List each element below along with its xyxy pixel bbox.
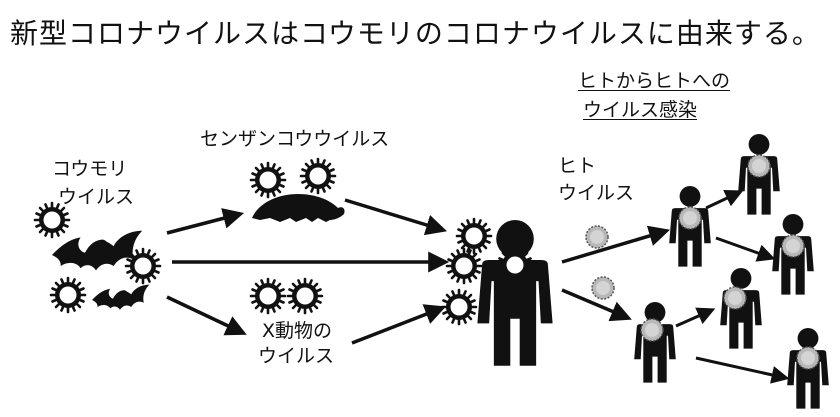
virus-icon: [49, 276, 87, 314]
arrow-bat-to-pangolin: [166, 208, 245, 235]
bat-silhouette-large: [52, 230, 143, 271]
h2h-transmission-label-line1: ヒトからヒトへの: [578, 70, 731, 92]
person-b: [634, 302, 676, 383]
virus-icon: [781, 234, 805, 258]
arrow-a-to-c: [705, 189, 744, 210]
virus-icon: [124, 247, 162, 285]
virus-icon: [440, 288, 478, 326]
arrow-b-to-e: [675, 307, 716, 328]
pangolin-virus-label: センザンコウウイルス: [200, 128, 390, 150]
arrow-a-to-d: [715, 236, 776, 262]
arrow-human-to-person-b: [561, 288, 632, 322]
arrow-animal-x-to-human: [351, 304, 446, 345]
human-virus-label-line1: ヒト: [558, 155, 597, 177]
virus-icon: [678, 206, 702, 230]
virus-icon: [796, 346, 820, 370]
virus-icon: [640, 318, 664, 342]
virus-icon: [249, 277, 287, 315]
virus-icon: [455, 217, 493, 255]
bat-silhouette-small: [92, 284, 150, 310]
arrow-pangolin-to-human: [344, 198, 448, 236]
virus-icon: [445, 247, 483, 285]
human-virus-label-line2: ウイルス: [558, 182, 635, 204]
h2h-transmission-label-line2: ウイルス感染: [583, 99, 698, 121]
virus-icon: [299, 157, 337, 195]
virus-icon: [249, 161, 287, 199]
animal-x-virus-label-line1: X動物の: [262, 320, 333, 342]
bat-virus-label-line1: コウモリ: [52, 158, 128, 180]
bat-virus-label-line2: ウイルス: [58, 186, 135, 208]
arrow-b-to-f: [695, 356, 790, 384]
virus-icon: [591, 276, 615, 300]
arrow-human-to-person-a: [561, 225, 671, 264]
pangolin-silhouette: [252, 194, 345, 222]
virus-icon: [723, 286, 747, 310]
page-title: 新型コロナウイルスはコウモリのコロナウイルスに由来する。: [10, 17, 821, 50]
virus-icon: [496, 246, 534, 284]
person-e: [720, 268, 762, 349]
animal-x-virus-label-line2: ウイルス: [258, 345, 335, 367]
virus-icon: [747, 154, 771, 178]
virus-icon: [585, 225, 609, 249]
arrow-bat-to-animal-x: [166, 295, 247, 336]
virus-icon: [286, 277, 324, 315]
virus-icon: [33, 201, 71, 239]
